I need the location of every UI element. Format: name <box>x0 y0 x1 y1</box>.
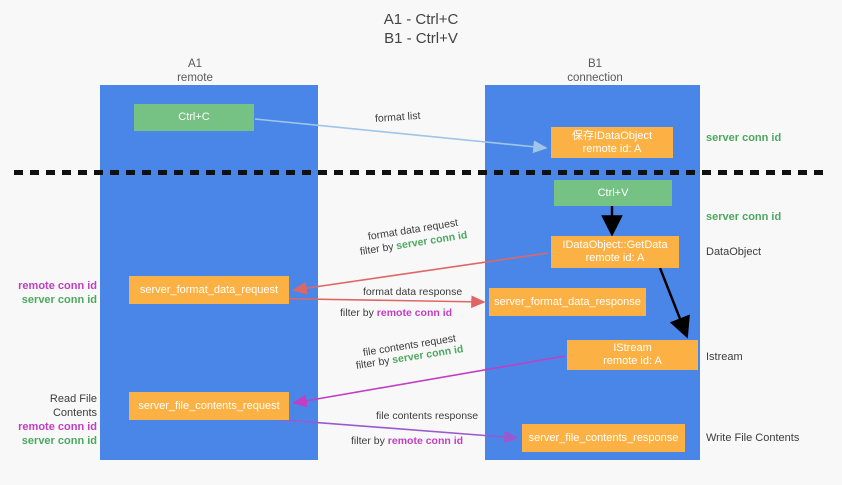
label-dataobject: DataObject <box>706 246 762 258</box>
column-b1-sub: connection <box>567 72 623 84</box>
label-server-conn-id-top: server conn id <box>706 132 782 144</box>
node-ctrl-c-label: Ctrl+C <box>178 111 210 123</box>
label-remote-conn-id-a: remote conn id <box>18 280 97 292</box>
node-istream[interactable]: IStream remote id: A <box>567 340 698 370</box>
node-ctrl-c[interactable]: Ctrl+C <box>134 104 254 131</box>
title-line-2: B1 - Ctrl+V <box>384 30 458 47</box>
node-istream-subtitle: remote id: A <box>603 355 662 367</box>
column-header-b1: B1 connection <box>520 57 670 85</box>
label-server-conn-id-b: server conn id <box>21 435 97 447</box>
filter-key-remote-conn-id: remote conn id <box>387 435 464 447</box>
filter-prefix: filter by <box>351 435 388 447</box>
label-remote-conn-id-b: remote conn id <box>18 421 97 433</box>
page-title: A1 - Ctrl+C B1 - Ctrl+V <box>0 10 842 48</box>
edge-label-format-list: format list <box>374 109 421 125</box>
node-save-idataobject-subtitle: remote id: A <box>582 142 642 155</box>
column-b1-name: B1 <box>587 58 603 70</box>
column-header-a1: A1 remote <box>120 57 270 85</box>
label-write-file-contents: Write File Contents <box>706 432 800 444</box>
edge-label-format-data-response: format data response <box>363 286 463 298</box>
node-ctrl-v[interactable]: Ctrl+V <box>554 180 672 206</box>
label-group-format-conn-ids: remote conn id server conn id <box>11 279 97 307</box>
node-server-format-data-request[interactable]: server_format_data_request <box>129 276 289 304</box>
phase-divider <box>14 170 828 175</box>
label-server-conn-id-mid: server conn id <box>706 211 782 223</box>
node-save-idataobject[interactable]: 保存IDataObject remote id: A <box>551 127 673 158</box>
column-a1-name: A1 <box>187 58 203 70</box>
node-getdata-subtitle: remote id: A <box>585 252 645 264</box>
label-group-file-conn-ids: Read File Contents remote conn id server… <box>8 392 97 448</box>
node-idataobject-getdata[interactable]: IDataObject::GetData remote id: A <box>551 236 679 268</box>
node-istream-title: IStream <box>613 342 652 354</box>
filter-prefix: filter by <box>340 307 377 319</box>
node-server-format-data-response-label: server_format_data_response <box>494 295 641 308</box>
label-read-file-contents: Read File Contents <box>49 393 97 419</box>
title-line-1: A1 - Ctrl+C <box>383 11 459 28</box>
node-server-file-contents-request[interactable]: server_file_contents_request <box>129 392 289 420</box>
label-server-conn-id-a: server conn id <box>21 294 97 306</box>
edge-label-format-data-response-filter: filter by remote conn id <box>340 306 452 320</box>
edge-label-file-contents-response: file contents response <box>376 410 479 422</box>
node-save-idataobject-title: 保存IDataObject <box>571 129 653 142</box>
edge-label-file-contents-response-filter: filter by remote conn id <box>351 434 463 448</box>
node-server-file-contents-response-label: server_file_contents_response <box>528 431 679 444</box>
node-ctrl-v-label: Ctrl+V <box>597 186 629 199</box>
filter-key-remote-conn-id: remote conn id <box>376 307 453 319</box>
node-getdata-title: IDataObject::GetData <box>562 239 668 251</box>
node-server-format-data-request-label: server_format_data_request <box>139 283 279 296</box>
label-istream: Istream <box>706 351 743 363</box>
filter-prefix: filter by <box>355 354 394 372</box>
node-server-file-contents-response[interactable]: server_file_contents_response <box>522 424 685 452</box>
node-server-format-data-response[interactable]: server_format_data_response <box>489 288 646 316</box>
node-server-file-contents-request-label: server_file_contents_request <box>138 399 280 412</box>
column-a1-sub: remote <box>177 72 213 84</box>
filter-prefix: filter by <box>359 240 398 258</box>
